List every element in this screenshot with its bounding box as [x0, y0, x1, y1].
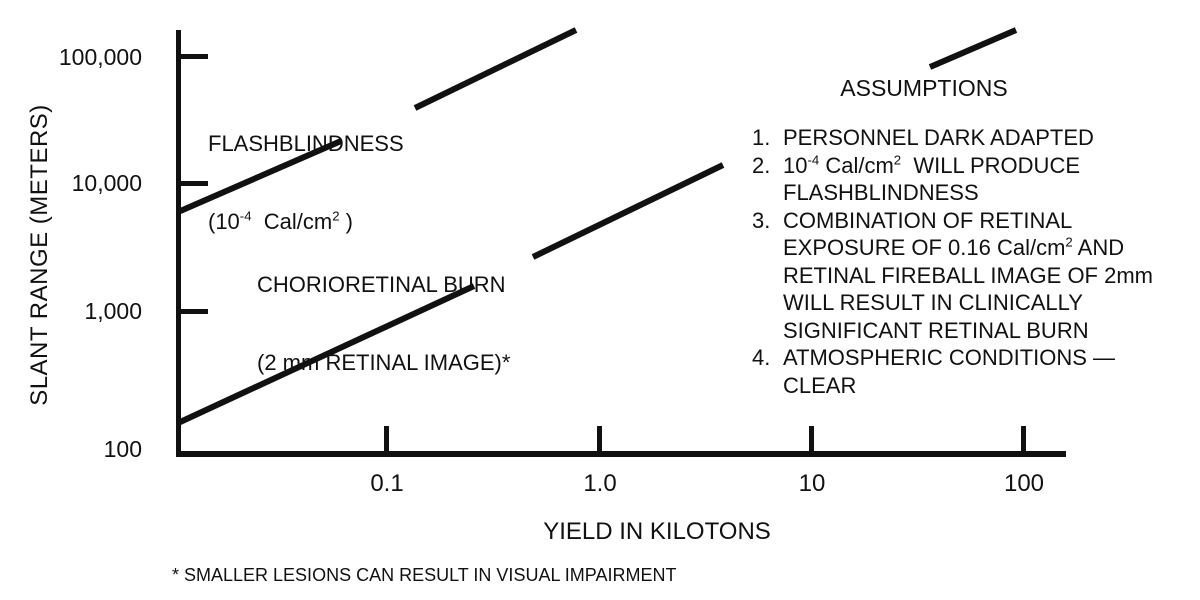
text-run: SIGNIFICANT RETINAL BURN — [783, 317, 1089, 343]
assumptions-title: ASSUMPTIONS — [840, 75, 1008, 101]
assumption-line: SIGNIFICANT RETINAL BURN — [783, 317, 1192, 345]
y-tick-label-100: 100 — [103, 435, 142, 462]
assumption-line: CLEAR — [783, 372, 1192, 400]
assumption-number: 1. — [752, 125, 771, 150]
assumption-number: 3. — [752, 207, 771, 233]
x-tick-label-10: 10 — [798, 470, 826, 497]
assumption-line: FLASHBLINDNESS — [783, 179, 1192, 207]
text-run: Cal/cm — [819, 152, 894, 178]
flashblindness-line-segment — [176, 138, 343, 215]
superscript-text: 2 — [893, 152, 902, 168]
superscript-text: -4 — [807, 152, 820, 168]
assumption-item-4: 4. ATMOSPHERIC CONDITIONS —CLEAR — [752, 344, 1192, 399]
assumption-line: COMBINATION OF RETINAL — [783, 207, 1192, 235]
text-run: AND — [1072, 235, 1125, 260]
text-run: 10 — [783, 152, 808, 178]
y-tick-label-1000: 1,000 — [84, 297, 142, 324]
assumption-number: 2. — [752, 152, 771, 178]
y-tick-label-10000: 10,000 — [71, 169, 142, 196]
flashblindness-line-segment — [413, 27, 578, 111]
superscript-text: -4 — [239, 208, 252, 224]
assumption-text: ATMOSPHERIC CONDITIONS —CLEAR — [783, 344, 1192, 399]
assumption-line: EXPOSURE OF 0.16 Cal/cm2 AND — [783, 234, 1192, 262]
text-run: CLEAR — [783, 372, 857, 398]
text-run: FLASHBLINDNESS — [783, 180, 979, 205]
x-axis-line — [176, 451, 1066, 457]
assumption-line: WILL RESULT IN CLINICALLY — [783, 289, 1192, 317]
flashblindness-label-line1: FLASHBLINDNESS — [208, 131, 404, 156]
text-run: EXPOSURE OF 0.16 Cal/cm — [783, 235, 1066, 260]
x-tick-label-0p1: 0.1 — [370, 470, 404, 497]
text-run: WILL PRODUCE — [901, 152, 1081, 178]
y-axis-line — [176, 30, 181, 457]
chorioretinal-label-line2: (2 mm RETINAL IMAGE)* — [257, 350, 511, 375]
chorioretinal-line-label: CHORIORETINAL BURN (2 mm RETINAL IMAGE)* — [257, 220, 510, 428]
chorioretinal-label-line1: CHORIORETINAL BURN — [257, 272, 506, 297]
chorioretinal-line-segment — [928, 27, 1018, 70]
assumption-number: 4. — [752, 345, 771, 370]
text-run: COMBINATION OF RETINAL — [783, 207, 1073, 233]
assumption-line: 10-4 Cal/cm2 WILL PRODUCE — [783, 152, 1192, 180]
footnote: * SMALLER LESIONS CAN RESULT IN VISUAL I… — [172, 565, 677, 585]
assumption-item-1: 1. PERSONNEL DARK ADAPTED — [752, 124, 1192, 152]
y-axis-title: SLANT RANGE (METERS) — [26, 104, 53, 406]
y-tick-1000 — [181, 309, 208, 314]
flashblindness-line-label: FLASHBLINDNESS (10-4 Cal/cm2 ) — [208, 79, 404, 287]
y-tick-100000 — [181, 54, 208, 59]
y-tick-label-100000: 100,000 — [58, 43, 142, 70]
x-tick-label-100: 100 — [1003, 470, 1045, 497]
x-tick-100 — [1021, 426, 1026, 451]
superscript-text: 2 — [332, 208, 340, 224]
x-tick-0p1 — [384, 426, 389, 451]
assumption-line: PERSONNEL DARK ADAPTED — [783, 124, 1192, 152]
x-tick-1 — [597, 426, 602, 451]
assumption-text: PERSONNEL DARK ADAPTED — [783, 124, 1192, 152]
text-run: ) — [339, 209, 354, 234]
assumption-line: ATMOSPHERIC CONDITIONS — — [783, 344, 1192, 372]
text-run: ATMOSPHERIC CONDITIONS — — [783, 345, 1116, 370]
x-tick-10 — [809, 426, 814, 451]
chorioretinal-line-segment — [176, 283, 476, 426]
text-run: Cal/cm — [251, 209, 333, 234]
text-run: PERSONNEL DARK ADAPTED — [783, 125, 1094, 150]
assumption-line: RETINAL FIREBALL IMAGE OF 2mm — [783, 262, 1192, 290]
text-run: RETINAL FIREBALL IMAGE OF 2mm — [783, 262, 1153, 288]
flashblindness-label-line2: (10-4 Cal/cm2 ) — [208, 209, 404, 235]
x-axis-title: YIELD IN KILOTONS — [543, 518, 771, 545]
superscript-text: 2 — [1065, 234, 1073, 250]
text-run: WILL RESULT IN CLINICALLY — [783, 290, 1083, 315]
chorioretinal-line-segment — [531, 162, 725, 260]
x-tick-label-1: 1.0 — [583, 470, 617, 497]
text-run: (10 — [208, 209, 240, 234]
y-tick-10000 — [181, 181, 208, 186]
